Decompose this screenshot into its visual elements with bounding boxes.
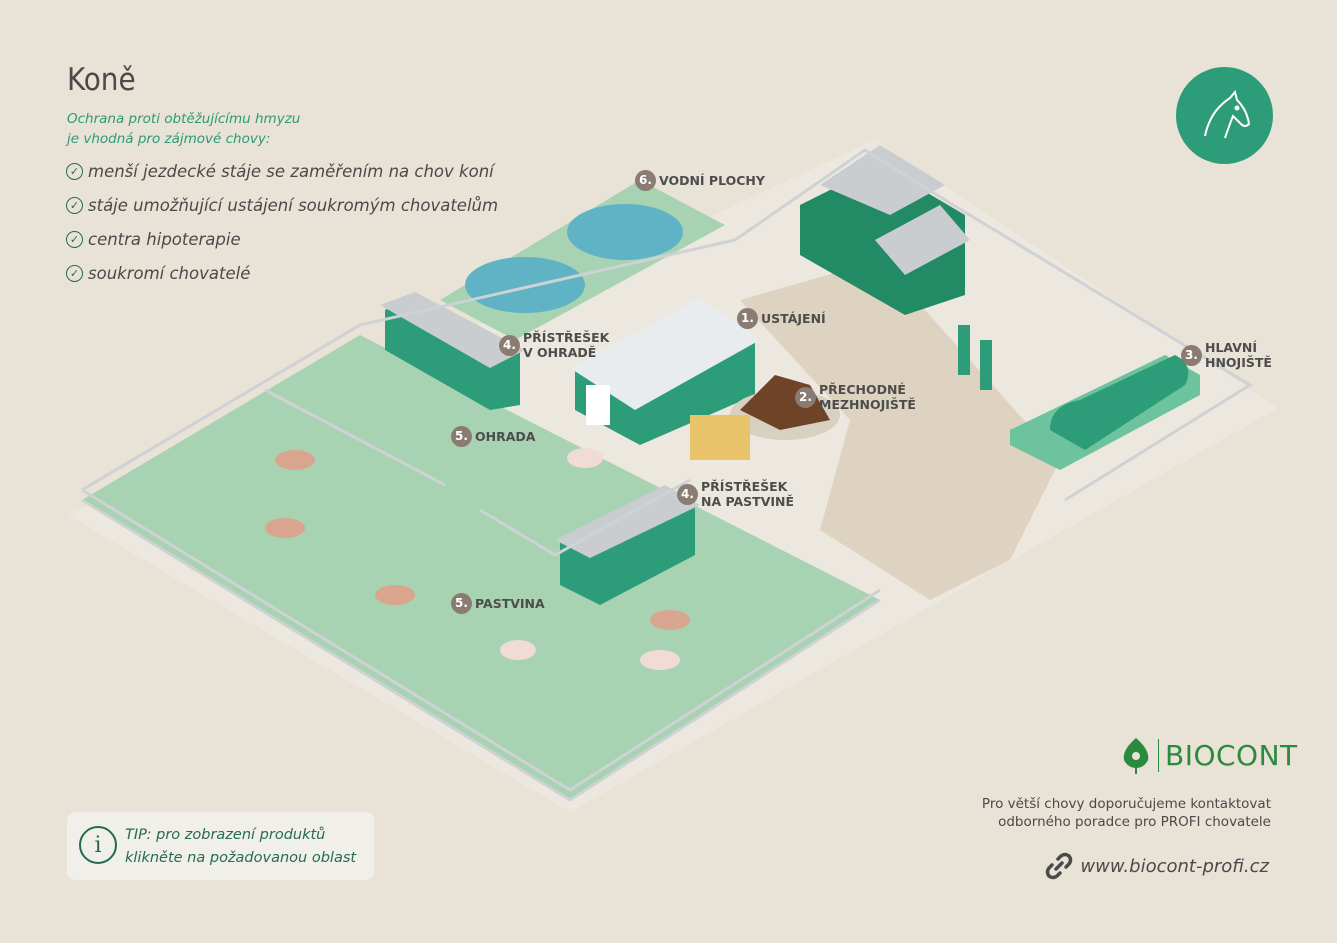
horse-icon xyxy=(1176,67,1273,164)
label-line: HNOJIŠTĚ xyxy=(1205,355,1272,370)
check-icon: ✓ xyxy=(66,197,83,214)
label-line: V OHRADĚ xyxy=(523,345,597,360)
main-barn[interactable] xyxy=(800,145,970,315)
bullet-text: stáje umožňující ustájení soukromým chov… xyxy=(88,196,499,215)
label-line: PŘECHODNÉ xyxy=(819,382,906,397)
area-label-paddock[interactable]: 5.OHRADA xyxy=(451,426,535,447)
gravel-path xyxy=(740,260,1060,600)
area-number: 6. xyxy=(635,170,656,191)
area-label-pasture[interactable]: 5.PASTVINA xyxy=(451,593,545,614)
area-label-text: VODNÍ PLOCHY xyxy=(659,173,765,188)
subtitle-line-2: je vhodná pro zájmové chovy: xyxy=(67,131,271,147)
label-line: PŘÍSTŘEŠEK xyxy=(701,479,788,494)
subtitle-line-1: Ochrana proti obtěžujícímu hmyzu xyxy=(67,111,301,127)
main-manure-storage[interactable] xyxy=(1010,355,1200,470)
pasture-area[interactable] xyxy=(82,335,880,800)
area-label-text: OHRADA xyxy=(475,429,536,444)
bullet-item: ✓ menší jezdecké stáje se zaměřením na ch… xyxy=(66,162,494,181)
check-icon: ✓ xyxy=(66,231,83,248)
area-number: 4. xyxy=(677,483,698,505)
area-label-stable[interactable]: 1.USTÁJENÍ xyxy=(737,308,826,329)
area-label-water[interactable]: 6.VODNÍ PLOCHY xyxy=(635,170,765,191)
area-number: 2. xyxy=(795,386,816,408)
area-number: 4. xyxy=(499,334,520,356)
biocont-logo: BIOCONT xyxy=(1120,736,1298,774)
farm-workers xyxy=(958,325,992,390)
website-link[interactable]: www.biocont-profi.cz xyxy=(1044,851,1269,881)
pond xyxy=(567,204,683,260)
label-line: NA PASTVINĚ xyxy=(701,494,795,509)
contact-line: Pro větší chovy doporučujeme kontaktovat xyxy=(981,796,1271,812)
bullet-item: ✓ stáje umožňující ustájení soukromým cho… xyxy=(66,196,498,215)
website-url[interactable]: www.biocont-profi.cz xyxy=(1080,855,1269,877)
contact-text: Pro větší chovy doporučujeme kontaktovat… xyxy=(982,795,1271,831)
stable-building[interactable] xyxy=(570,298,760,445)
page-title: Koně xyxy=(67,62,136,98)
horses xyxy=(265,448,690,670)
area-label-text: PASTVINA xyxy=(475,596,545,611)
check-icon: ✓ xyxy=(66,163,83,180)
bullet-item: ✓ centra hipoterapie xyxy=(66,230,241,249)
area-number: 3. xyxy=(1181,344,1202,366)
link-icon xyxy=(1046,852,1073,880)
label-line: MEZHNOJIŠTĚ xyxy=(819,397,916,412)
tip-line: TIP: pro zobrazení produktů xyxy=(125,827,326,843)
contact-line: odborného poradce pro PROFI chovatele xyxy=(998,814,1271,830)
area-number: 1. xyxy=(737,308,758,329)
brand-name: BIOCONT xyxy=(1158,738,1298,772)
bullet-text: menší jezdecké stáje se zaměřením na cho… xyxy=(88,162,494,181)
leaf-icon xyxy=(1123,738,1149,774)
area-label-text: USTÁJENÍ xyxy=(761,311,826,326)
info-icon: i xyxy=(79,826,117,864)
bullet-text: soukromí chovatelé xyxy=(88,264,251,283)
label-line: PŘÍSTŘEŠEK xyxy=(523,330,610,345)
bullet-text: centra hipoterapie xyxy=(88,230,241,249)
tip-line: klikněte na požadovanou oblast xyxy=(125,850,357,866)
tip-text: TIP: pro zobrazení produktů klikněte na p… xyxy=(125,824,356,870)
area-number: 5. xyxy=(451,426,472,447)
shelter-pasture[interactable] xyxy=(555,485,700,605)
pond xyxy=(465,257,585,313)
fence xyxy=(81,148,1253,802)
check-icon: ✓ xyxy=(66,265,83,282)
area-number: 5. xyxy=(451,593,472,614)
tip-box: i TIP: pro zobrazení produktů klikněte na… xyxy=(67,812,374,880)
bullet-item: ✓ soukromí chovatelé xyxy=(66,264,250,283)
label-line: HLAVNÍ xyxy=(1205,340,1258,355)
